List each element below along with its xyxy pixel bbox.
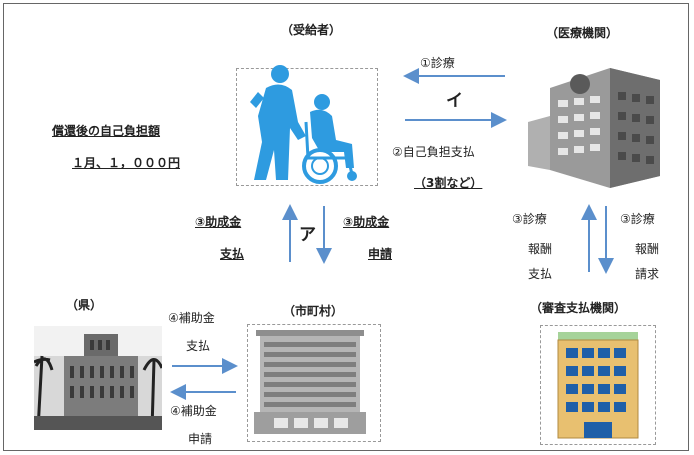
burden-line-1: 償還後の自己負担額: [52, 124, 161, 138]
label-subsidy-pay-1: ③助成金: [195, 215, 242, 229]
municipality-box: [247, 324, 381, 442]
medical-title: （医療機関）: [546, 26, 619, 40]
municipality-building-icon: [254, 330, 366, 434]
review-box: [540, 325, 656, 445]
recipient-title: （受給者）: [281, 23, 342, 37]
label-subsidy-req-1: ③助成金: [343, 215, 390, 229]
municipality-title: （市町村）: [283, 304, 344, 318]
hospital-icon: [528, 68, 660, 188]
label-grant-pay-1: ④補助金: [168, 311, 215, 325]
label-flow-i: イ: [446, 91, 463, 111]
review-title: （審査支払機関）: [530, 301, 627, 315]
label-fee-req-2: 報酬: [635, 242, 660, 256]
label-self-pay-note: （3割など）: [414, 176, 483, 190]
label-subsidy-req-2: 申請: [368, 247, 393, 261]
label-self-pay: ②自己負担支払: [392, 145, 475, 159]
label-grant-req-1: ④補助金: [170, 404, 217, 418]
recipient-box: [236, 68, 378, 186]
label-subsidy-pay-2: 支払: [220, 247, 245, 261]
label-fee-pay-3: 支払: [528, 267, 553, 281]
label-consult: ①診療: [420, 56, 455, 70]
label-grant-req-2: 申請: [188, 432, 213, 446]
label-fee-pay-2: 報酬: [528, 242, 553, 256]
label-flow-a: ア: [299, 225, 316, 245]
label-grant-pay-2: 支払: [186, 339, 211, 353]
prefecture-title: （県）: [66, 298, 103, 312]
recipient-icon: [250, 65, 357, 184]
label-fee-pay-1: ③診療: [512, 212, 547, 226]
label-fee-req-1: ③診療: [620, 212, 655, 226]
burden-line-2: １月、１，０００円: [72, 156, 181, 170]
review-building-icon: [557, 332, 639, 439]
prefecture-building-icon: [34, 326, 162, 430]
label-fee-req-3: 請求: [635, 267, 660, 281]
